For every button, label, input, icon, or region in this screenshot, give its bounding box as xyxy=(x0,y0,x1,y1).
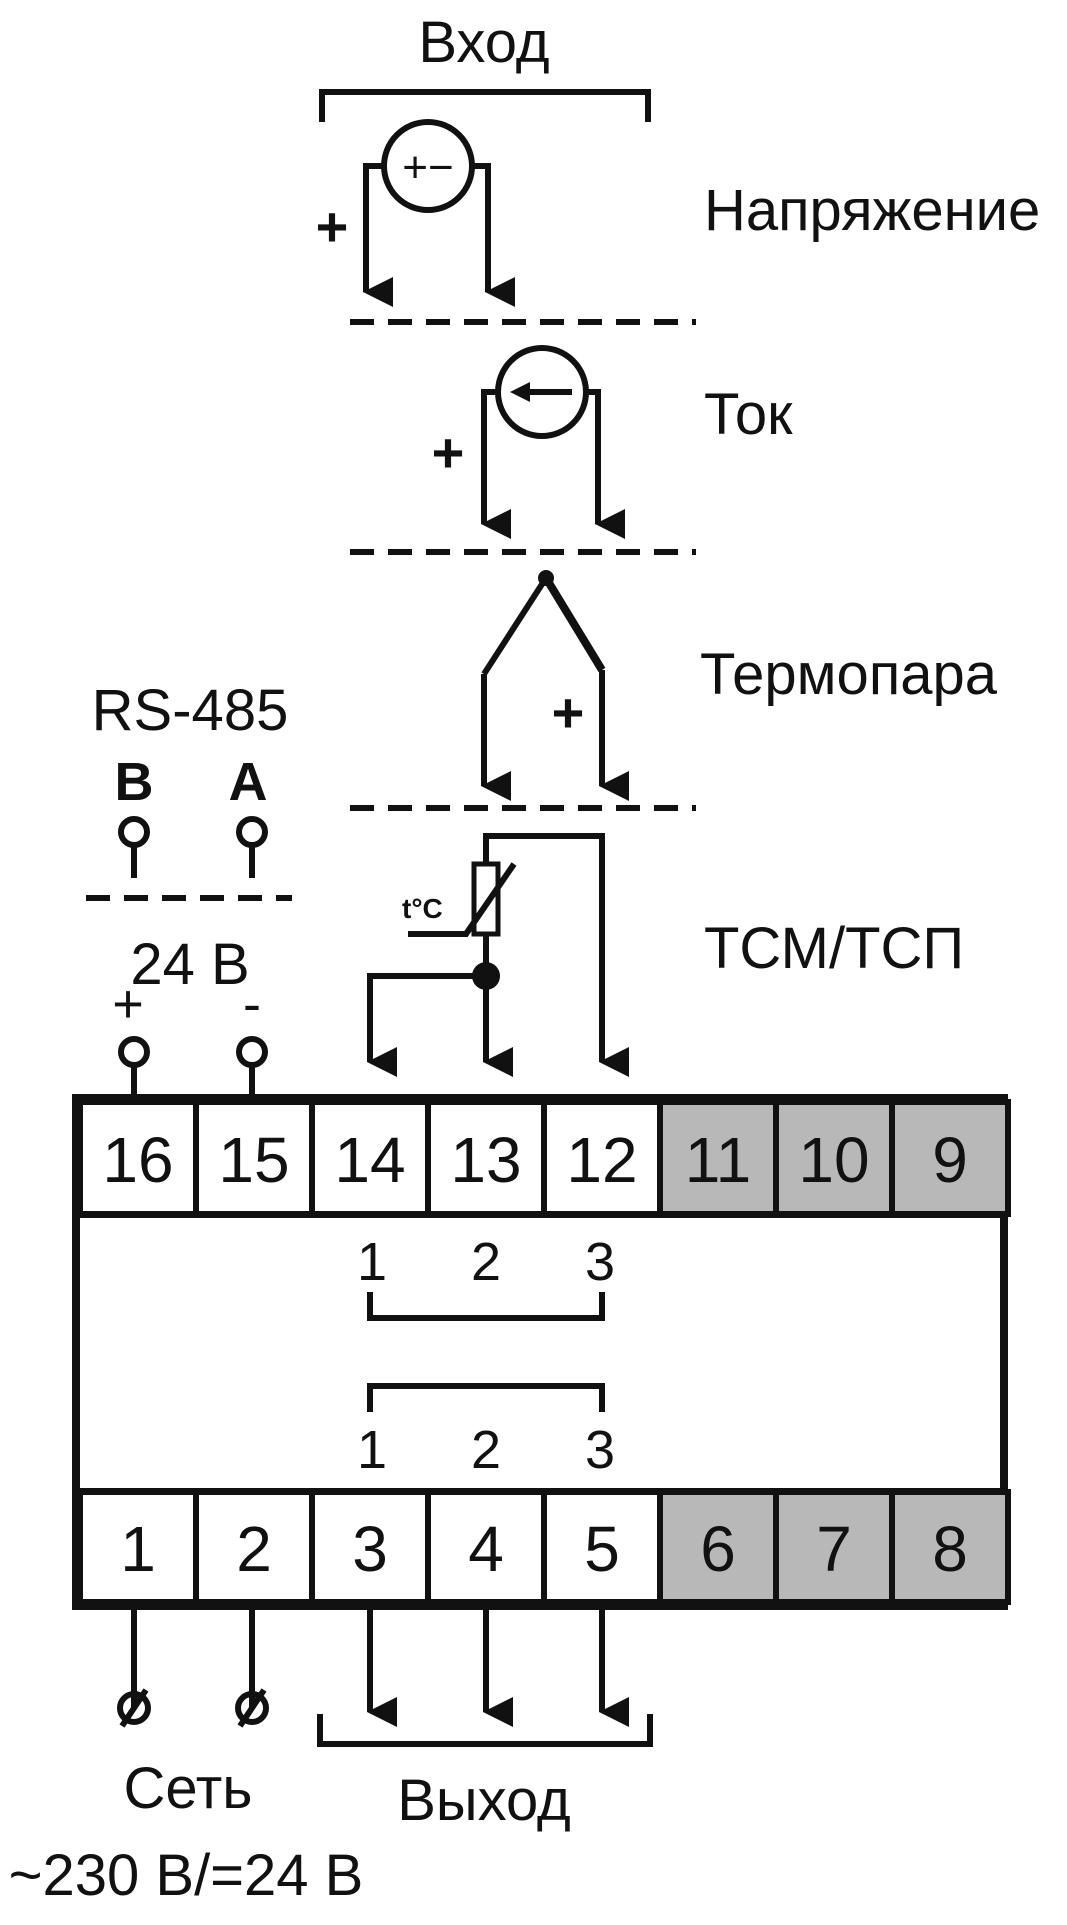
bottom-terminal-number: 3 xyxy=(352,1513,388,1585)
power24-plus: + xyxy=(112,974,144,1034)
bottom-terminal-cell xyxy=(889,1489,1011,1605)
current-plus-sign: + xyxy=(432,421,465,484)
top-terminal-strip: 16 15 14 13 12 11 10 9 xyxy=(77,1099,1011,1217)
input-group-bracket xyxy=(367,1292,605,1321)
bottom-terminal-number: 2 xyxy=(236,1513,272,1585)
output-bracket xyxy=(317,1714,653,1747)
thermocouple-plus-sign: + xyxy=(552,681,585,744)
voltage-plus-sign: + xyxy=(316,195,349,258)
output-title: Выход xyxy=(397,1768,571,1833)
bottom-terminal-cell xyxy=(425,1489,547,1605)
current-label: Ток xyxy=(704,382,793,447)
mains-terminal-1 xyxy=(117,1606,151,1728)
top-terminal-number: 15 xyxy=(218,1124,289,1196)
bottom-terminal-number: 7 xyxy=(816,1513,852,1585)
top-terminal-number: 13 xyxy=(450,1124,521,1196)
power24-minus-terminal xyxy=(236,1036,268,1098)
rs485-a-label: A xyxy=(229,752,268,812)
top-terminal-number: 16 xyxy=(102,1124,173,1196)
bottom-terminal-cell xyxy=(77,1489,199,1605)
top-terminal-cell xyxy=(889,1099,1011,1217)
bottom-terminal-strip: 1 2 3 4 5 6 7 8 xyxy=(77,1489,1011,1605)
bottom-terminal-number: 1 xyxy=(120,1513,156,1585)
power24-minus: - xyxy=(243,974,261,1034)
rtd-label: ТСМ/ТСП xyxy=(704,916,964,981)
current-source xyxy=(481,345,625,539)
top-terminal-number: 12 xyxy=(566,1124,637,1196)
voltage-source: +− xyxy=(363,119,515,307)
top-terminal-cell xyxy=(773,1099,895,1217)
top-terminal-cell xyxy=(77,1099,199,1217)
output-group-number: 3 xyxy=(585,1420,615,1480)
top-terminal-cell xyxy=(425,1099,547,1217)
rs485-title: RS-485 xyxy=(92,678,289,743)
bottom-terminal-cell xyxy=(657,1489,779,1605)
input-group-number: 2 xyxy=(471,1232,501,1292)
rtd-sensor xyxy=(367,833,629,1077)
output-group-number: 1 xyxy=(357,1420,387,1480)
bottom-terminal-number: 8 xyxy=(932,1513,968,1585)
thermocouple-label: Термопара xyxy=(700,642,998,707)
input-group-number: 1 xyxy=(357,1232,387,1292)
rtd-temperature-symbol: t°C xyxy=(402,893,443,924)
power24-plus-terminal xyxy=(118,1036,150,1098)
bottom-terminal-number: 6 xyxy=(700,1513,736,1585)
top-terminal-number: 9 xyxy=(932,1124,968,1196)
output-group-bracket xyxy=(367,1383,605,1412)
rs485-b-terminal xyxy=(118,816,150,878)
rs485-a-terminal xyxy=(236,816,268,878)
bottom-terminal-cell xyxy=(773,1489,895,1605)
mains-spec: ~230 B/=24 B xyxy=(9,1843,364,1908)
top-terminal-cell xyxy=(541,1099,663,1217)
output-group-number: 2 xyxy=(471,1420,501,1480)
top-terminal-number: 14 xyxy=(334,1124,405,1196)
voltage-label: Напряжение xyxy=(704,178,1040,243)
top-terminal-number: 10 xyxy=(798,1124,869,1196)
rs485-b-label: B xyxy=(115,752,154,812)
bottom-terminal-cell xyxy=(309,1489,431,1605)
device-body xyxy=(72,1094,1008,1610)
power24-title: 24 B xyxy=(130,932,249,997)
bottom-terminal-cell xyxy=(541,1489,663,1605)
thermocouple xyxy=(481,570,629,801)
voltage-source-symbol: +− xyxy=(402,143,453,192)
top-terminal-cell xyxy=(657,1099,779,1217)
bottom-terminal-number: 5 xyxy=(584,1513,620,1585)
top-terminal-number: 11 xyxy=(685,1124,751,1196)
input-title: Вход xyxy=(418,10,549,75)
input-bracket xyxy=(319,89,651,122)
input-group-number: 3 xyxy=(585,1232,615,1292)
bottom-terminal-number: 4 xyxy=(468,1513,504,1585)
mains-terminal-2 xyxy=(235,1606,269,1728)
mains-title: Сеть xyxy=(124,1756,253,1821)
